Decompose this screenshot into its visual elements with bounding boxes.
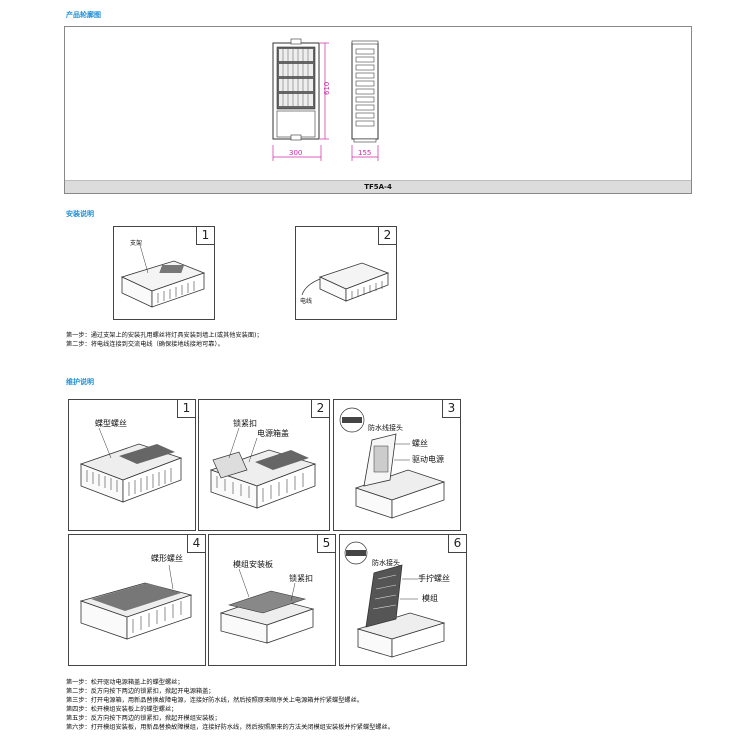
waterproof-joint-label: 防水接头 xyxy=(372,558,400,567)
section-heading-maintenance: 维护说明 xyxy=(66,378,94,386)
model-name: TF5A-4 xyxy=(65,180,691,193)
screw-label: 螺丝 xyxy=(412,438,428,448)
hand-screw-label: 手拧螺丝 xyxy=(418,573,450,583)
section-heading-product: 产品轮廓图 xyxy=(66,11,101,19)
maint-step-2: 第二步：反方向按下两边的锁紧扣，掀起开电源箱盖； xyxy=(66,688,215,695)
maint-step-5: 第五步：反方向按下两边的锁紧扣，掀起开模组安装板； xyxy=(66,715,221,722)
panel-number: 6 xyxy=(448,535,466,553)
maint-illustration-2: 锁紧扣 电源箱盖 xyxy=(209,418,317,509)
panel-number: 2 xyxy=(378,227,396,245)
module-label: 模组 xyxy=(422,593,438,603)
maint-illustration-3: 防水线接头 螺丝 驱动电源 xyxy=(339,407,446,519)
maint-panel-6: 6 防水接头 手拧螺丝 模组 xyxy=(339,534,467,666)
power-box-cover-label: 电源箱盖 xyxy=(257,428,289,438)
maint-illustration-1: 蝶型螺丝 xyxy=(79,418,183,503)
install-panel-1: 1 支架 xyxy=(113,226,215,320)
driver-power-label: 驱动电源 xyxy=(412,454,444,464)
maint-illustration-4: 蝶形螺丝 xyxy=(79,553,193,640)
bracket-label: 支架 xyxy=(130,239,142,247)
depth-value: 155 xyxy=(358,149,371,157)
maint-illustration-6: 防水接头 手拧螺丝 模组 xyxy=(344,541,450,658)
maint-panel-5: 5 模组安装板 锁紧扣 xyxy=(208,534,336,666)
install-step-2: 第二步：将电线连接到交流电线（确保接地线接地可靠）。 xyxy=(66,341,224,348)
maint-illustration-5: 模组安装板 锁紧扣 xyxy=(219,559,315,644)
panel-number: 4 xyxy=(187,535,205,553)
lock-clip-label-5: 锁紧扣 xyxy=(289,573,313,583)
maint-panel-2: 2 锁紧扣 电源箱盖 xyxy=(198,399,330,531)
lock-clip-label: 锁紧扣 xyxy=(233,418,257,428)
panel-number: 5 xyxy=(317,535,335,553)
maint-panel-1: 1 蝶型螺丝 xyxy=(68,399,196,531)
butterfly-screw-label: 蝶形螺丝 xyxy=(151,553,183,563)
side-view xyxy=(351,40,379,143)
product-drawing: 610 300 155 xyxy=(272,38,379,161)
wire-label: 电线 xyxy=(300,297,312,305)
install-step-1: 第一步：通过支架上的安装孔用螺丝将灯具安装到墙上(或其他安装面)； xyxy=(66,332,263,339)
maint-panel-4: 4 蝶形螺丝 xyxy=(68,534,206,666)
maint-step-6: 第六步：打开模组安装板，用新品替换故障模组，连接好防水线，然后按照原来的方法关闭… xyxy=(66,724,394,731)
install-illustration-1: 支架 xyxy=(120,239,206,308)
height-value: 610 xyxy=(323,82,331,95)
wing-screw-label: 蝶型螺丝 xyxy=(95,418,127,428)
maint-panel-3: 3 防水线接头 螺丝 驱动电源 xyxy=(333,399,461,531)
front-view xyxy=(272,38,320,141)
panel-number: 3 xyxy=(442,400,460,418)
panel-number: 2 xyxy=(311,400,329,418)
section-heading-install: 安装说明 xyxy=(66,210,94,218)
width-dimension xyxy=(272,145,322,161)
depth-dimension xyxy=(351,145,379,161)
maint-step-3: 第三步：打开电源箱，用新品替换故障电源，连接好防水线，然后按照原来顺序关上电源箱… xyxy=(66,697,363,704)
install-panel-2: 2 电线 xyxy=(295,226,397,320)
maint-step-1: 第一步：松开驱动电源箱盖上的蝶型螺丝； xyxy=(66,679,184,686)
module-plate-label: 模组安装板 xyxy=(233,559,273,569)
panel-number: 1 xyxy=(196,227,214,245)
install-illustration-2: 电线 xyxy=(300,262,390,305)
product-dimension-box: 610 300 155 TF5A-4 xyxy=(64,26,692,194)
maint-step-4: 第四步：松开模组安装板上的蝶型螺丝； xyxy=(66,706,178,713)
height-dimension xyxy=(320,42,329,140)
panel-number: 1 xyxy=(177,400,195,418)
waterproof-connector-label: 防水线接头 xyxy=(368,423,403,432)
width-value: 300 xyxy=(289,149,302,157)
